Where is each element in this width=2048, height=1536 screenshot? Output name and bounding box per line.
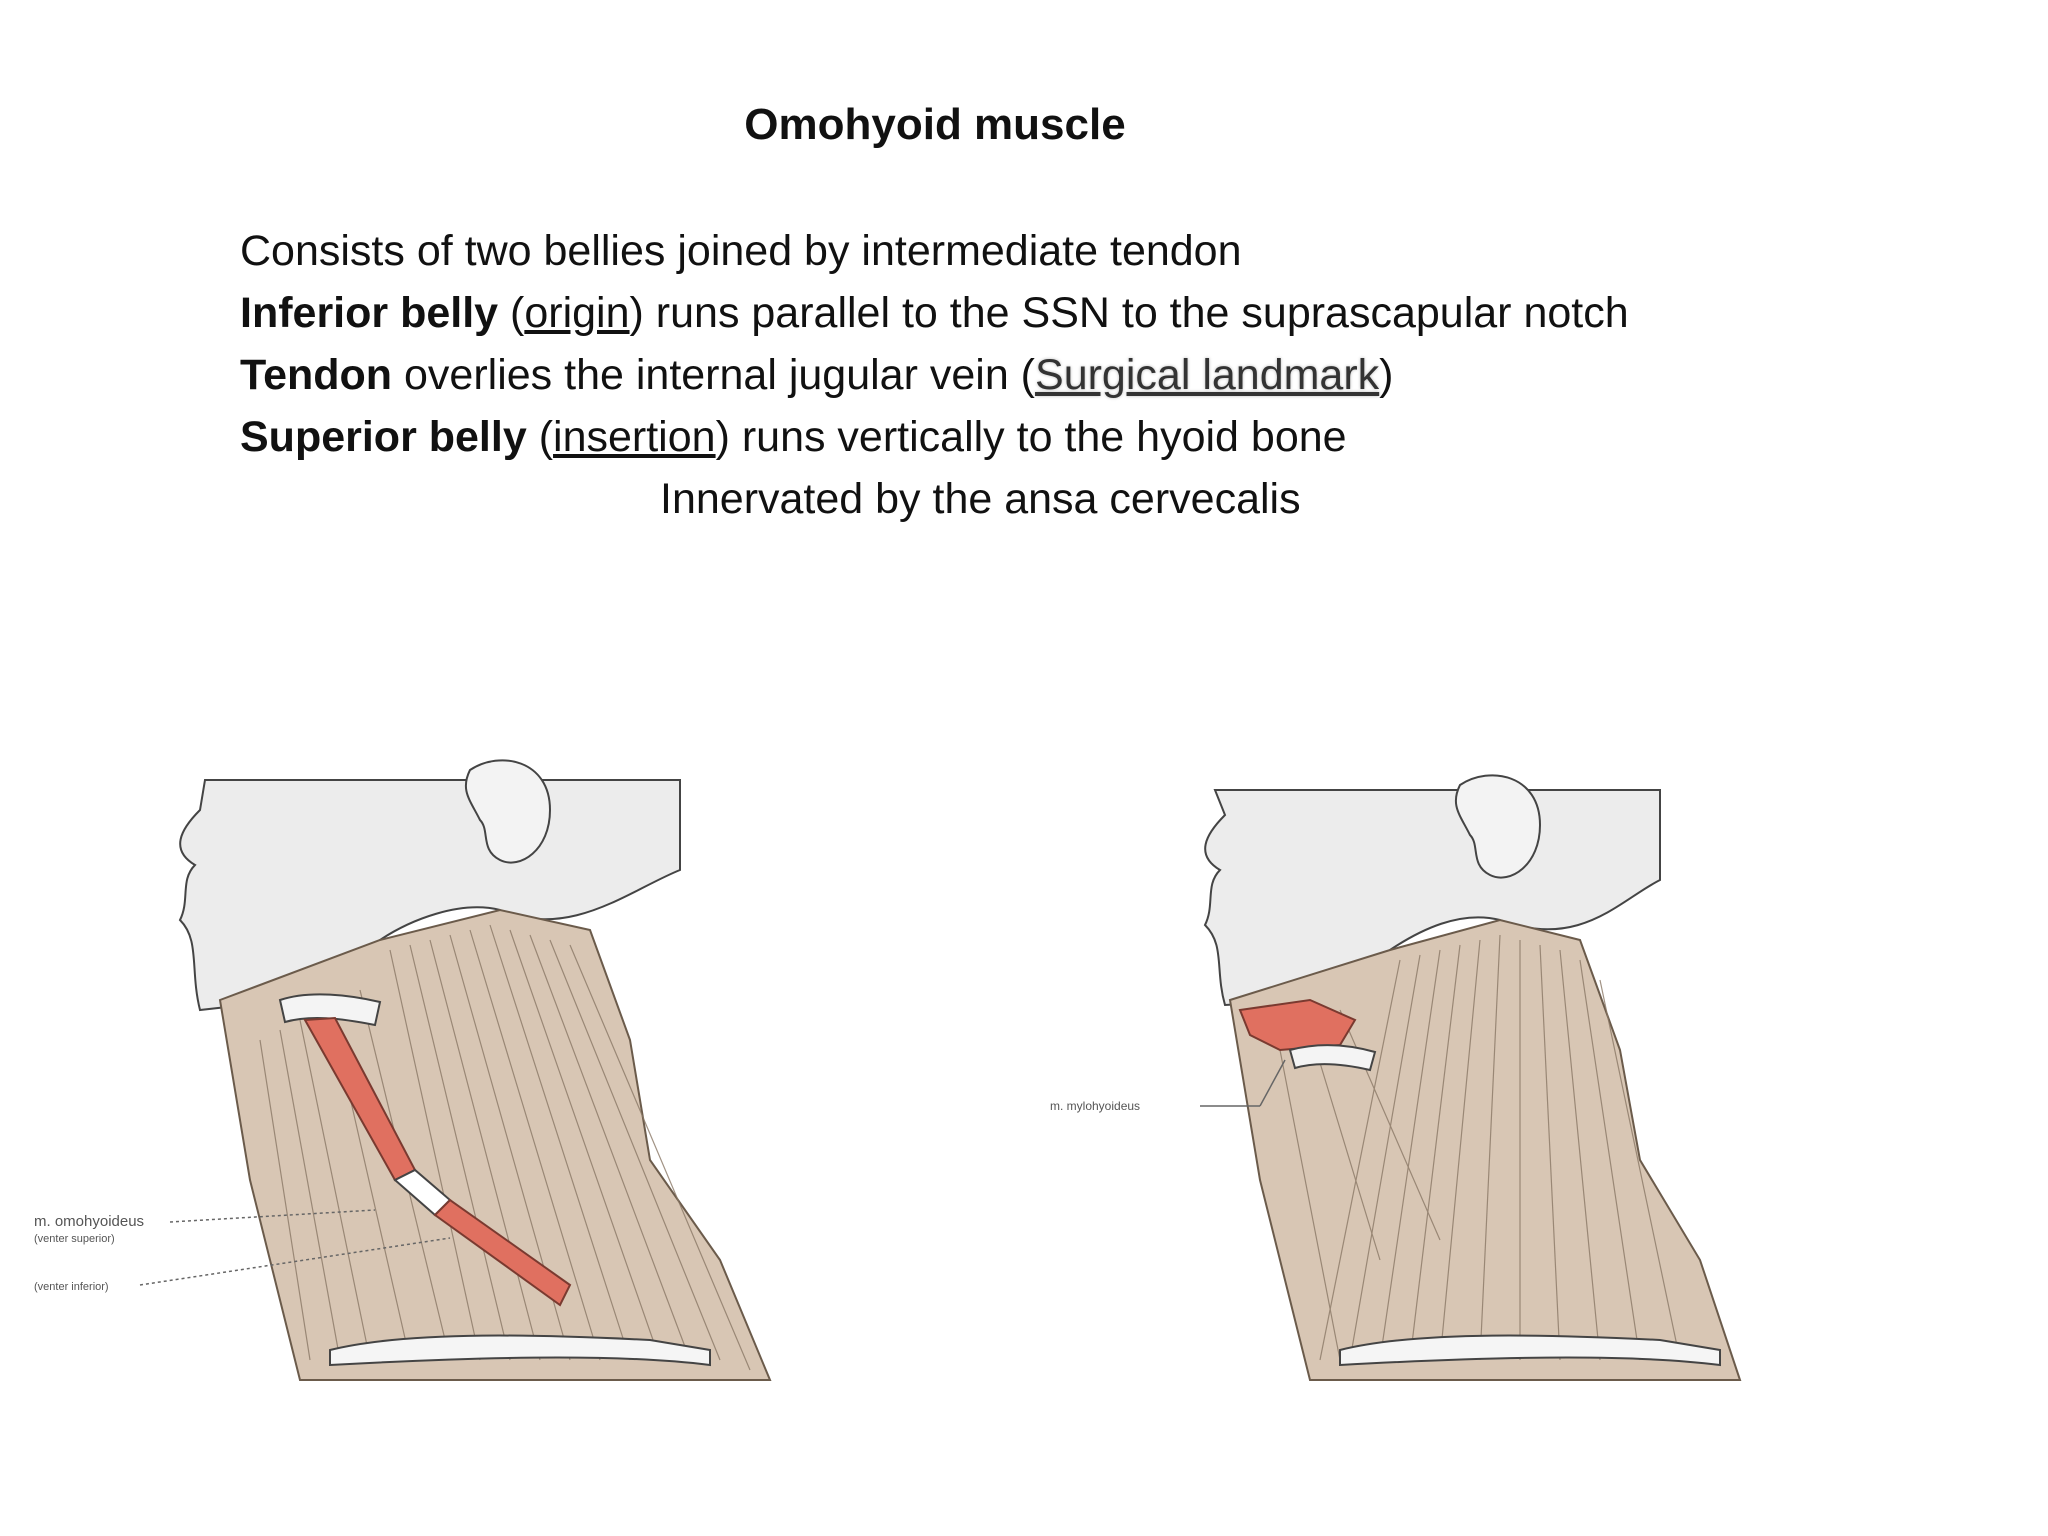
origin-term: origin <box>524 289 630 337</box>
ear-icon-right <box>1454 774 1542 879</box>
clavicle-right <box>1339 1334 1721 1367</box>
clavicle <box>329 1334 711 1367</box>
omohyoid-figure: m. omohyoideus (venter superior) (venter… <box>34 759 772 1381</box>
neck-muscles <box>218 908 772 1381</box>
leader-mylohyoid-diag <box>1259 1059 1286 1107</box>
line-1: Consists of two bellies joined by interm… <box>240 220 1629 282</box>
tendon-label: Tendon <box>240 351 393 399</box>
leader-inferior <box>139 1237 451 1286</box>
slide-title: Omohyoid muscle <box>744 100 1126 149</box>
venter-inferior-label: (venter inferior) <box>34 1281 109 1293</box>
line-4-open: ( <box>526 413 554 461</box>
line-2-open: ( <box>498 289 525 337</box>
insertion-term: insertion <box>553 413 716 461</box>
venter-superior-label: (venter superior) <box>34 1233 115 1245</box>
body-text: Consists of two bellies joined by interm… <box>240 220 1629 530</box>
leader-superior <box>169 1209 376 1223</box>
line-3-rest: overlies the internal jugular vein ( <box>392 351 1036 399</box>
mylohyoid-label: m. mylohyoideus <box>1050 1099 1140 1113</box>
line-1-text: Consists of two bellies joined by interm… <box>240 227 1242 275</box>
superior-belly-label: Superior belly <box>240 413 527 461</box>
omohyoid-inferior-belly <box>433 1198 572 1307</box>
line-3: Tendon overlies the internal jugular vei… <box>240 344 1629 406</box>
hyoid-bone <box>278 993 382 1027</box>
inferior-belly-label: Inferior belly <box>240 289 499 337</box>
line-2: Inferior belly (origin) runs parallel to… <box>240 282 1629 344</box>
line-4: Superior belly (insertion) runs vertical… <box>240 406 1629 468</box>
line-4-rest: ) runs vertically to the hyoid bone <box>715 413 1347 461</box>
innervation-text: Innervated by the ansa cervecalis <box>660 475 1301 523</box>
head-outline <box>178 779 681 1012</box>
line-3-close: ) <box>1379 351 1394 399</box>
head-outline-right <box>1203 789 1661 1007</box>
ear-icon <box>464 759 552 864</box>
omohyoid-label: m. omohyoideus <box>34 1213 144 1230</box>
line-5: Innervated by the ansa cervecalis <box>240 468 1629 530</box>
line-2-rest: ) runs parallel to the SSN to the supras… <box>629 289 1629 337</box>
hyoid-bone-right <box>1288 1044 1377 1072</box>
mylohyoid-figure: m. mylohyoideus <box>1050 774 1742 1381</box>
surgical-landmark-link[interactable]: Surgical landmark <box>1035 351 1380 399</box>
neck-muscles-right <box>1228 918 1742 1381</box>
